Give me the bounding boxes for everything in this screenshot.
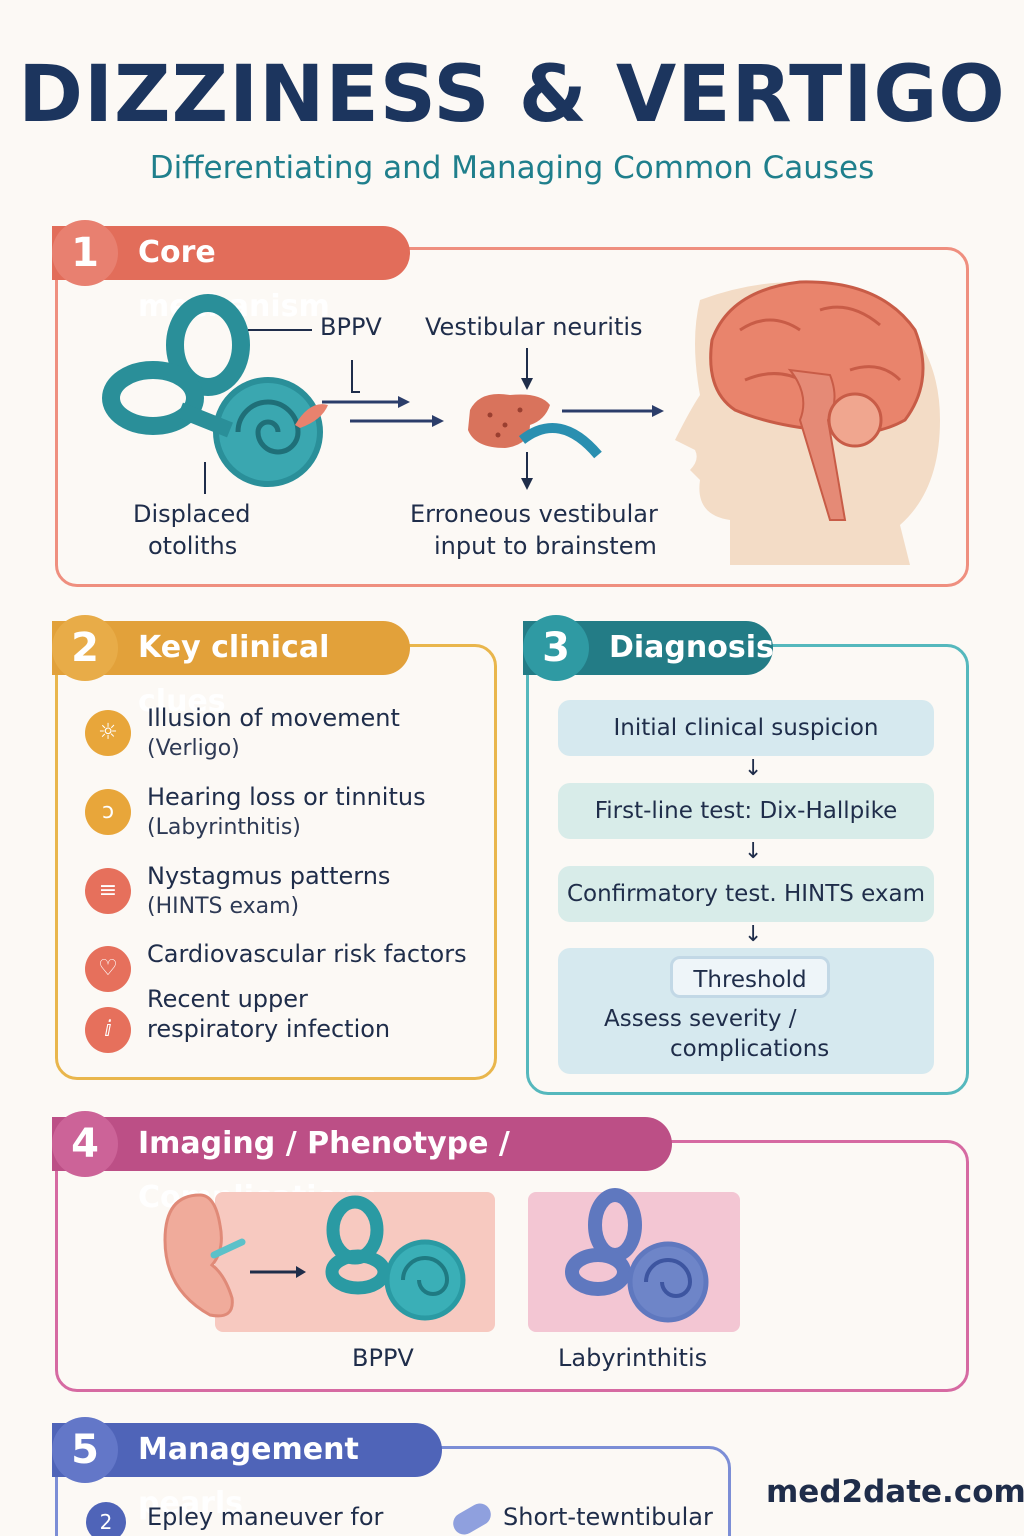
imaging-illustration bbox=[163, 1188, 740, 1332]
arrow-down-icon: ↓ bbox=[744, 922, 763, 947]
section-2-tab: 2 Key clinical clues bbox=[52, 615, 410, 719]
section-number: 3 bbox=[523, 615, 589, 681]
input-label-line2: input to brainstem bbox=[434, 532, 657, 560]
infection-icon: ⅈ bbox=[85, 1007, 131, 1053]
vestibular-ganglion-icon bbox=[468, 394, 550, 448]
section-title: Diagnosis bbox=[609, 630, 774, 665]
threshold-badge: Threshold bbox=[670, 956, 830, 998]
management-item-1: Epley maneuver for bbox=[147, 1503, 384, 1531]
section-number: 4 bbox=[52, 1111, 118, 1177]
arrow-down-icon: ↓ bbox=[744, 839, 763, 864]
diagnosis-step: Initial clinical suspicion bbox=[558, 700, 934, 756]
section-title: Management pearls bbox=[138, 1432, 359, 1521]
diagnosis-step: Confirmatory test. HINTS exam bbox=[558, 866, 934, 922]
section-number: 5 bbox=[52, 1417, 118, 1483]
section-number: 2 bbox=[52, 615, 118, 681]
arrow-down-icon: ↓ bbox=[744, 756, 763, 781]
section-3-tab: 3 Diagnosis bbox=[523, 615, 774, 681]
diagnosis-step: First-line test: Dix-Hallpike bbox=[558, 783, 934, 839]
ear-icon bbox=[163, 1193, 234, 1318]
page-title: DIZZINESS & VERTIGO bbox=[18, 50, 1006, 140]
labyrinthitis-caption: Labyrinthitis bbox=[558, 1344, 708, 1372]
inner-ear-icon bbox=[102, 294, 323, 487]
mechanism-illustration bbox=[102, 280, 940, 565]
section-1-tab: 1 Core mechanism bbox=[52, 220, 410, 324]
severity-box: Threshold Assess severity / complication… bbox=[558, 948, 934, 1074]
severity-line2: complications bbox=[670, 1036, 830, 1062]
heart-icon: ♡ bbox=[85, 946, 131, 992]
otolith-icon bbox=[295, 404, 328, 428]
section-4-tab: 4 Imaging / Phenotype / Complications bbox=[52, 1111, 672, 1215]
inner-ear-labyrinthitis-icon bbox=[565, 1188, 709, 1323]
bppv-label: BPPV bbox=[320, 313, 382, 341]
bppv-caption: BPPV bbox=[352, 1344, 414, 1372]
dizzy-face-icon: ☼ bbox=[85, 710, 131, 756]
site-url[interactable]: med2date.com bbox=[766, 1474, 1024, 1510]
nerve-icon bbox=[518, 423, 602, 459]
otoliths-label-line2: otoliths bbox=[148, 532, 238, 560]
vestibular-neuritis-label: Vestibular neuritis bbox=[425, 313, 643, 341]
eye-motion-icon: ≡ bbox=[85, 868, 131, 914]
inner-ear-bppv-icon bbox=[325, 1195, 466, 1321]
section-5-tab: 5 Management pearls bbox=[52, 1417, 442, 1521]
head-brain-icon bbox=[675, 280, 940, 565]
severity-line1: Assess severity / bbox=[604, 1006, 797, 1032]
management-item-2: Short-tewntibular bbox=[503, 1503, 713, 1531]
section-title: Key clinical clues bbox=[138, 630, 330, 719]
page-subtitle: Differentiating and Managing Common Caus… bbox=[149, 150, 875, 186]
ear-icon: ↄ bbox=[85, 789, 131, 835]
section-number: 1 bbox=[52, 220, 118, 286]
input-label-line1: Erroneous vestibular bbox=[410, 500, 658, 528]
otoliths-label-line1: Displaced bbox=[133, 500, 251, 528]
maneuver-icon: 2 bbox=[86, 1502, 126, 1536]
